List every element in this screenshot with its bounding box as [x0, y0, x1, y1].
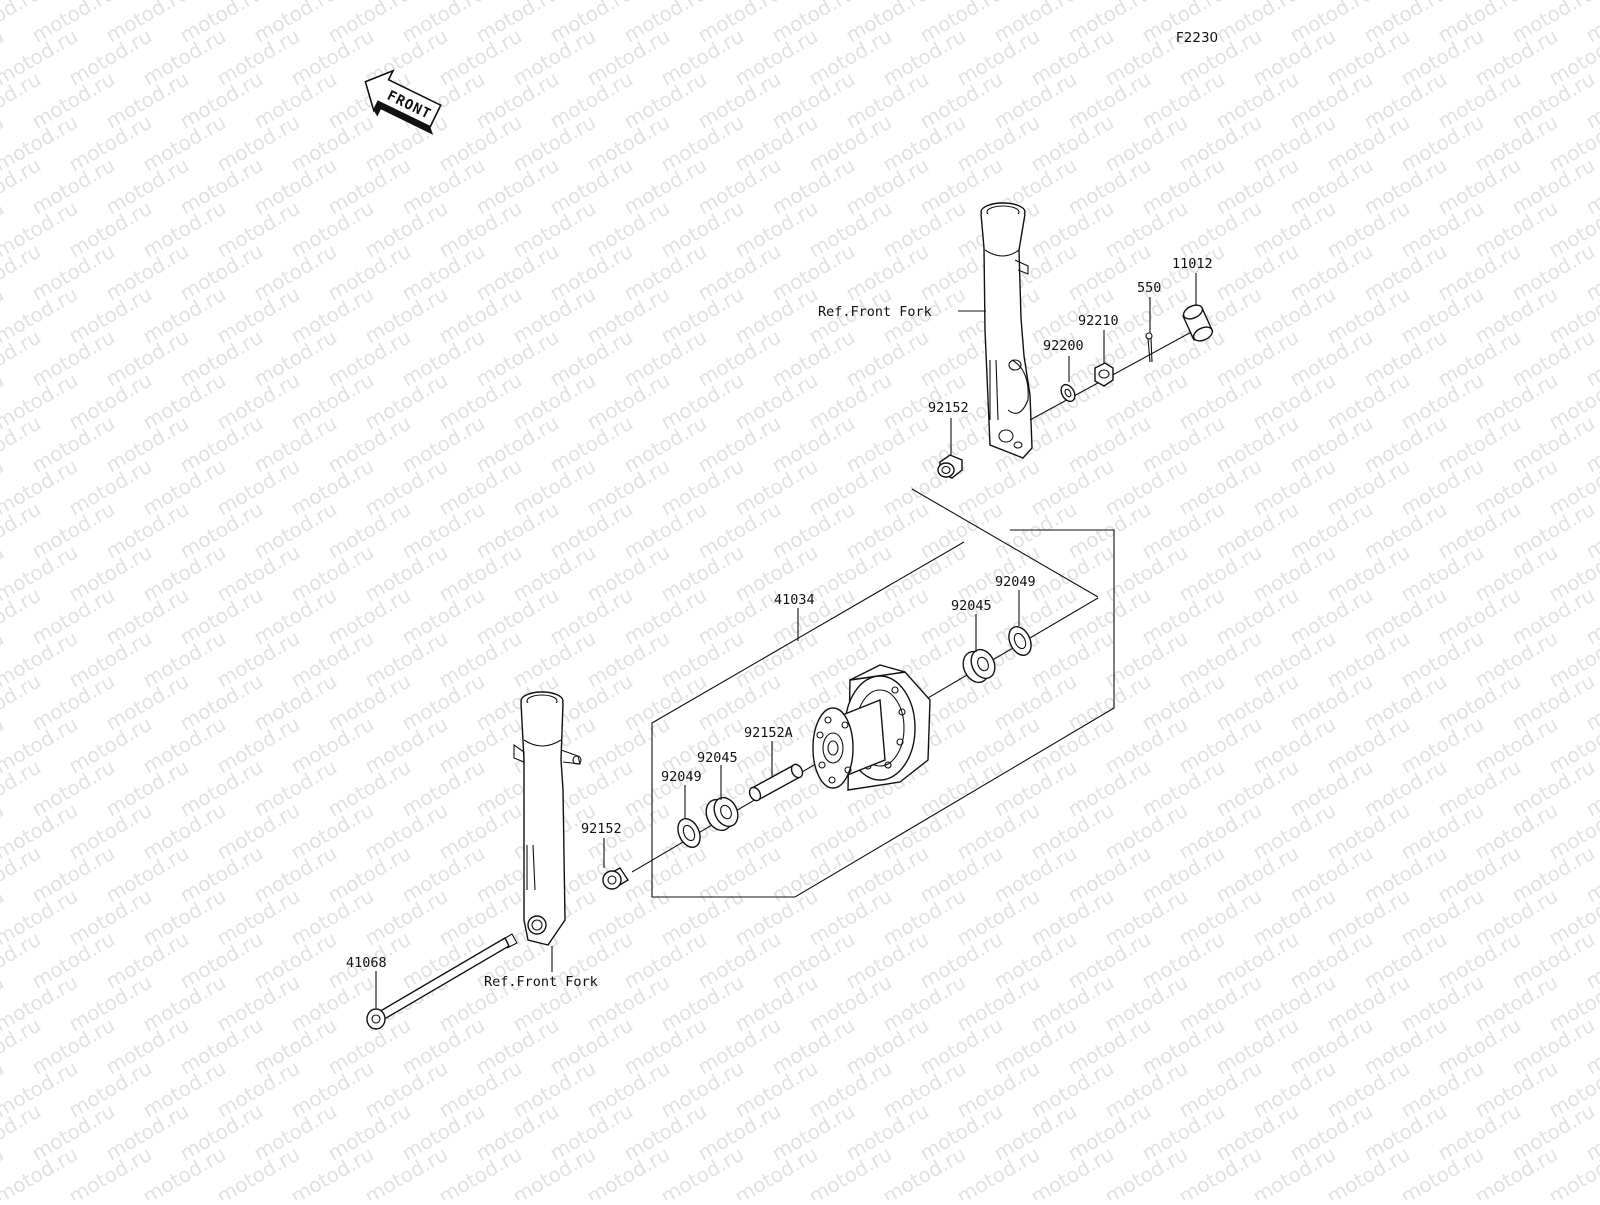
label-41068[interactable]: 41068 — [346, 955, 387, 971]
ref-front-fork-lower-label: Ref.Front Fork — [484, 974, 598, 990]
label-92152-upper[interactable]: 92152 — [928, 400, 969, 416]
label-92152A[interactable]: 92152A — [744, 725, 793, 741]
ref-front-fork-upper-label: Ref.Front Fork — [818, 304, 932, 320]
label-550[interactable]: 550 — [1137, 280, 1161, 296]
label-92045-right[interactable]: 92045 — [951, 598, 992, 614]
upper-fork-outer-tube — [981, 203, 1032, 458]
label-11012[interactable]: 11012 — [1172, 256, 1213, 272]
label-92210[interactable]: 92210 — [1078, 313, 1119, 329]
label-92152-lower[interactable]: 92152 — [581, 821, 622, 837]
label-92049-right[interactable]: 92049 — [995, 574, 1036, 590]
part-92210-nut[interactable] — [1095, 363, 1113, 386]
label-41034[interactable]: 41034 — [774, 592, 815, 608]
label-92200[interactable]: 92200 — [1043, 338, 1084, 354]
diagram-code: F2230 — [1176, 30, 1218, 46]
label-92045-left[interactable]: 92045 — [697, 750, 738, 766]
label-92049-left[interactable]: 92049 — [661, 769, 702, 785]
